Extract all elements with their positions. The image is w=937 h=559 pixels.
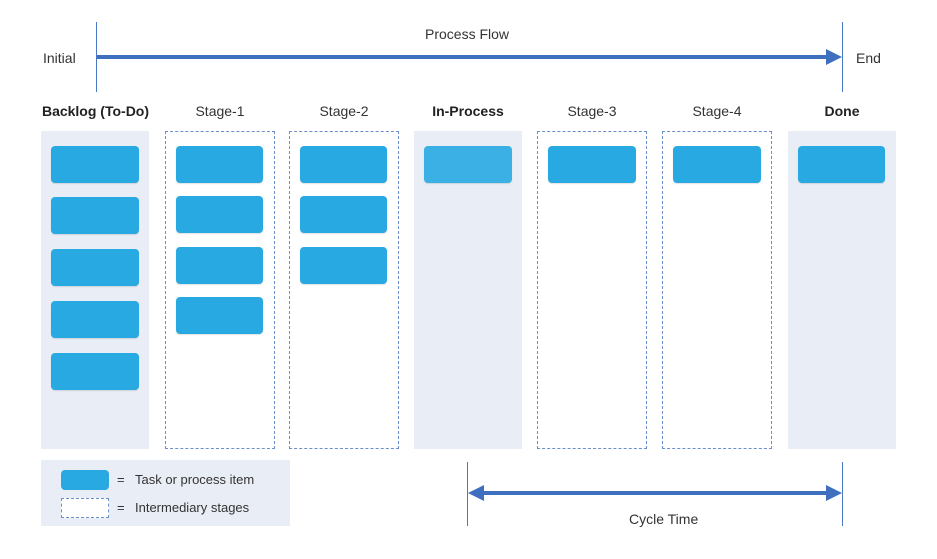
legend-stage-label: Intermediary stages (135, 500, 250, 515)
initial-label: Initial (43, 50, 76, 66)
task-card[interactable] (51, 197, 139, 234)
end-label: End (856, 50, 881, 66)
cycle-time-label: Cycle Time (629, 511, 699, 527)
legend: = Task or process item = Intermediary st… (41, 460, 290, 526)
process-flow-title: Process Flow (425, 26, 510, 42)
initial-boundary-line (96, 22, 97, 92)
cycle-time-start-line (467, 462, 468, 526)
column-header-in-process: In-Process (432, 103, 504, 119)
process-flow-arrow (97, 49, 842, 65)
end-boundary-line (842, 22, 843, 92)
column-header-stage-1: Stage-1 (195, 103, 245, 119)
column-header-backlog: Backlog (To-Do) (41, 103, 150, 119)
task-card[interactable] (176, 146, 263, 183)
task-card[interactable] (798, 146, 885, 183)
column-header-stage-4: Stage-4 (692, 103, 742, 119)
column-done (788, 131, 896, 449)
task-card[interactable] (300, 146, 387, 183)
task-card[interactable] (51, 353, 139, 390)
task-card[interactable] (548, 146, 636, 183)
task-card[interactable] (300, 247, 387, 284)
cycle-time-arrow (468, 485, 842, 501)
column-header-stage-3: Stage-3 (567, 103, 617, 119)
task-card[interactable] (176, 247, 263, 284)
column-header-done: Done (824, 103, 860, 119)
legend-stage-equals: = (117, 500, 125, 515)
column-backlog (41, 131, 149, 449)
legend-task-label: Task or process item (135, 472, 255, 487)
column-in-process (414, 131, 522, 449)
column-stage-3 (537, 131, 647, 449)
column-header-stage-2: Stage-2 (319, 103, 369, 119)
legend-task-equals: = (117, 472, 125, 487)
task-card[interactable] (51, 249, 139, 286)
task-card[interactable] (51, 146, 139, 183)
legend-task-swatch (61, 470, 109, 490)
column-stage-2 (289, 131, 399, 449)
task-card[interactable] (51, 301, 139, 338)
cycle-time-end-line (842, 462, 843, 526)
legend-stage-swatch (61, 498, 109, 518)
column-stage-4 (662, 131, 772, 449)
task-card[interactable] (176, 196, 263, 233)
column-stage-1 (165, 131, 275, 449)
task-card[interactable] (673, 146, 761, 183)
task-card[interactable] (424, 146, 512, 183)
task-card[interactable] (300, 196, 387, 233)
task-card[interactable] (176, 297, 263, 334)
